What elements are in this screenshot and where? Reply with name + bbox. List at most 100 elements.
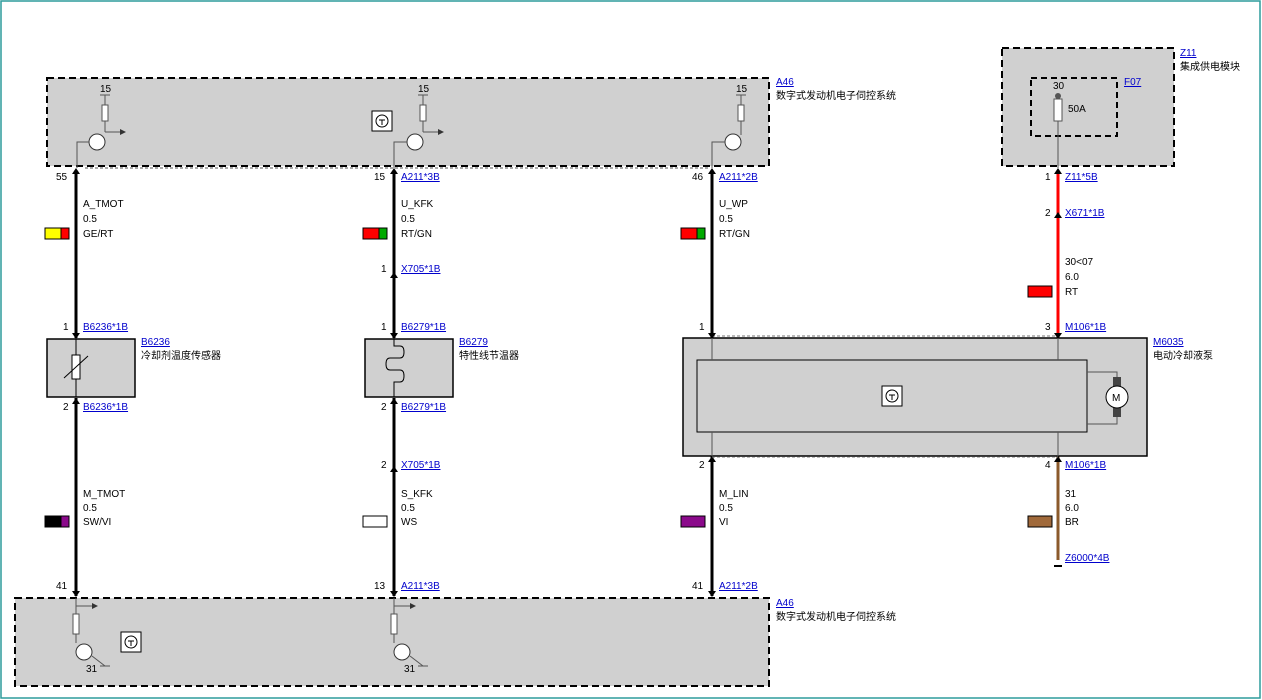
wire-color-code: RT/GN [719, 229, 750, 240]
wire-color-code: BR [1065, 517, 1079, 528]
svg-text:15: 15 [100, 84, 112, 95]
pin-label: 41 [56, 581, 68, 592]
connector-link[interactable]: B6279*1B [401, 322, 446, 333]
connector-link[interactable]: A211*2B [719, 581, 758, 592]
wire-color-code: SW/VI [83, 517, 111, 528]
f07-link[interactable]: F07 [1124, 77, 1142, 88]
connector-link[interactable]: M106*1B [1065, 322, 1106, 333]
pin-label: 1 [1045, 172, 1051, 183]
signal-name: 31 [1065, 489, 1077, 500]
color-swatch [44, 515, 70, 528]
connector-link[interactable]: M106*1B [1065, 460, 1106, 471]
connector-link[interactable]: B6236*1B [83, 402, 128, 413]
pin-label: 4 [1045, 460, 1051, 471]
wire-size: 6.0 [1065, 503, 1079, 514]
pin-label: 2 [63, 402, 69, 413]
b6236-name: 冷却剂温度传感器 [141, 349, 221, 362]
pin-label: 41 [692, 581, 704, 592]
f07-terminal: 30 [1053, 81, 1065, 92]
a46-top-name: 数字式发动机电子伺控系统 [776, 89, 896, 102]
m6035-name: 电动冷却液泵 [1153, 349, 1213, 362]
pin-label: 15 [374, 172, 386, 183]
b6279-name: 特性线节温器 [459, 349, 519, 362]
wire-color-code: VI [719, 517, 728, 528]
pin-label: 2 [1045, 208, 1051, 219]
pin-label: 1 [63, 322, 69, 333]
transistor-icon: 15 [393, 84, 444, 168]
a46-bottom-link[interactable]: A46 [776, 598, 794, 609]
color-swatch [1027, 515, 1053, 528]
motor-icon: M [1105, 377, 1129, 417]
a46-top-link[interactable]: A46 [776, 77, 794, 88]
connector-link[interactable]: X671*1B [1065, 208, 1105, 219]
svg-text:31: 31 [86, 664, 98, 675]
connector-link[interactable]: Z11*5B [1065, 172, 1098, 183]
component-m6035 [682, 337, 1148, 457]
signal-name: 30<07 [1065, 257, 1094, 268]
component-b6236 [46, 338, 136, 398]
component-b6279 [364, 338, 454, 398]
transistor-icon: 15 [76, 84, 126, 168]
signal-name: M_LIN [719, 489, 748, 500]
color-swatch [1027, 285, 1053, 298]
pin-label: 2 [381, 402, 387, 413]
pin-label: 1 [381, 322, 387, 333]
connector-link[interactable]: A211*2B [719, 172, 758, 183]
wire-size: 0.5 [83, 214, 97, 225]
f07-rating: 50A [1068, 104, 1086, 115]
connector-link[interactable]: B6236*1B [83, 322, 128, 333]
pin-label: 1 [699, 322, 705, 333]
pin-label: 46 [692, 172, 704, 183]
pin-label: 3 [1045, 322, 1051, 333]
ground-link[interactable]: Z6000*4B [1065, 553, 1110, 564]
wire-size: 6.0 [1065, 272, 1079, 283]
transistor-icon: 31 [390, 598, 428, 675]
diagnosis-icon [120, 631, 142, 653]
m6035-link[interactable]: M6035 [1153, 337, 1184, 348]
pin-label: 2 [381, 460, 387, 471]
connector-link[interactable]: X705*1B [401, 460, 441, 471]
diagnosis-icon [881, 385, 903, 407]
diagnosis-icon [371, 110, 393, 132]
signal-name: S_KFK [401, 489, 433, 500]
connector-link[interactable]: B6279*1B [401, 402, 446, 413]
transistor-icon: 31 [72, 598, 110, 675]
svg-text:M: M [1112, 393, 1120, 404]
color-swatch [44, 227, 70, 240]
module-z11 [1001, 47, 1175, 167]
connector-link[interactable]: X705*1B [401, 264, 441, 275]
wire-size: 0.5 [401, 503, 415, 514]
signal-name: M_TMOT [83, 489, 125, 500]
a46-bottom-name: 数字式发动机电子伺控系统 [776, 610, 896, 623]
signal-name: U_KFK [401, 199, 434, 210]
signal-name: U_WP [719, 199, 748, 210]
color-swatch [680, 227, 706, 240]
color-swatch [362, 227, 388, 240]
z11-link[interactable]: Z11 [1180, 48, 1197, 59]
z11-name: 集成供电模块 [1180, 60, 1240, 73]
terminal-dot [1055, 93, 1061, 99]
wire-color-code: RT/GN [401, 229, 432, 240]
wire-color-code: WS [401, 517, 417, 528]
connector-ticks [72, 168, 1062, 597]
pin-label: 2 [699, 460, 705, 471]
wire-size: 0.5 [401, 214, 415, 225]
fuse-icon [1053, 98, 1063, 122]
svg-text:15: 15 [418, 84, 430, 95]
pin-label: 55 [56, 172, 68, 183]
pin-label: 1 [381, 264, 387, 275]
b6236-link[interactable]: B6236 [141, 337, 170, 348]
connector-link[interactable]: A211*3B [401, 581, 440, 592]
connector-link[interactable]: A211*3B [401, 172, 440, 183]
wire-size: 0.5 [719, 214, 733, 225]
svg-text:15: 15 [736, 84, 748, 95]
svg-text:31: 31 [404, 664, 416, 675]
signal-name: A_TMOT [83, 199, 124, 210]
wire-size: 0.5 [719, 503, 733, 514]
transistor-icon: 15 [711, 84, 748, 168]
pin-label: 13 [374, 581, 386, 592]
b6279-link[interactable]: B6279 [459, 337, 488, 348]
wire-size: 0.5 [83, 503, 97, 514]
wire-color-code: GE/RT [83, 229, 113, 240]
